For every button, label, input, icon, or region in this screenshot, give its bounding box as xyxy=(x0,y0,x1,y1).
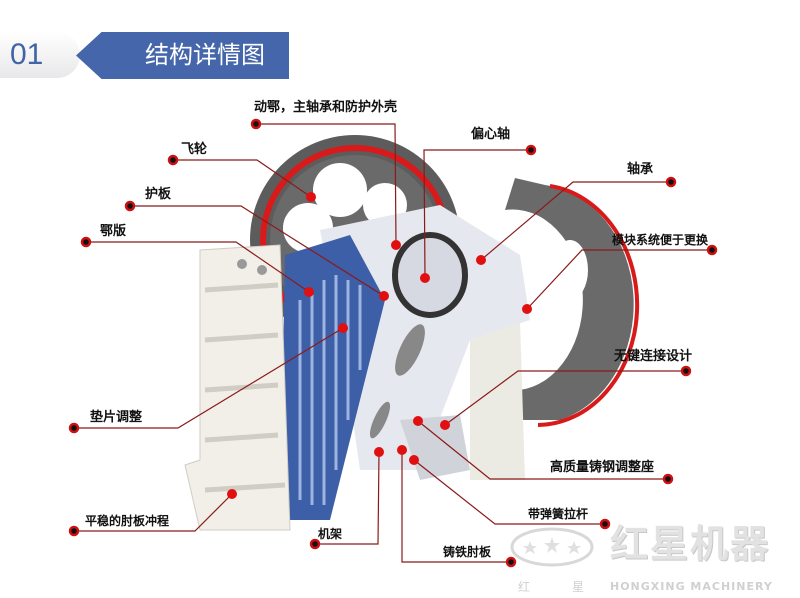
label-adjust-seat: 高质量铸钢调整座 xyxy=(550,460,655,475)
label-guard-plate: 护板 xyxy=(145,187,172,202)
logo-en: HONGXING MACHINERY xyxy=(610,580,773,593)
leader-flywheel xyxy=(173,159,312,198)
leader-guard-plate xyxy=(130,205,385,297)
leader-frame xyxy=(315,451,380,545)
section-title: 结构详情图 xyxy=(76,32,289,79)
label-dots xyxy=(68,118,718,568)
leader-spring-rod xyxy=(413,459,605,525)
leader-keyless xyxy=(444,370,686,426)
leader-modular xyxy=(526,249,712,310)
section-number: 01 xyxy=(0,32,80,78)
logo-char-1: 红 xyxy=(518,580,531,594)
label-toggle-plate: 铸铁肘板 xyxy=(443,545,492,559)
leader-toggle-plate xyxy=(401,450,511,563)
leader-shim xyxy=(74,327,344,429)
front-frame xyxy=(184,244,291,531)
right-flywheel xyxy=(505,178,640,427)
leader-adjust-seat xyxy=(417,420,668,480)
moving-jaw-body xyxy=(320,205,530,480)
label-shim: 垫片调整 xyxy=(90,410,143,425)
jaw-plate xyxy=(280,235,385,520)
label-frame: 机架 xyxy=(318,527,343,541)
label-keyless: 无键连接设计 xyxy=(614,349,693,364)
label-bearing: 轴承 xyxy=(627,162,654,177)
label-eccentric-shaft: 偏心轴 xyxy=(471,127,511,142)
leader-moving-jaw xyxy=(256,123,397,246)
label-jaw-plate: 鄂版 xyxy=(100,224,127,239)
leader-eccentric-shaft xyxy=(423,149,531,279)
part-dots xyxy=(227,192,532,499)
label-moving-jaw: 动鄂，主轴承和防护外壳 xyxy=(254,100,398,115)
leader-bearing xyxy=(480,181,671,261)
label-toggle-stroke: 平稳的肘板冲程 xyxy=(85,514,170,528)
label-flywheel: 飞轮 xyxy=(181,142,208,157)
leader-toggle-stroke xyxy=(74,493,233,532)
star-emblem-icon xyxy=(510,527,594,567)
label-spring-rod: 带弹簧拉杆 xyxy=(528,507,589,521)
logo-char-2: 星 xyxy=(572,580,585,594)
logo-cn: 红星机器 xyxy=(610,522,771,566)
label-modular: 模块系统便于更换 xyxy=(612,233,709,247)
leader-jaw-plate xyxy=(86,241,310,293)
rear-frame xyxy=(470,320,525,480)
